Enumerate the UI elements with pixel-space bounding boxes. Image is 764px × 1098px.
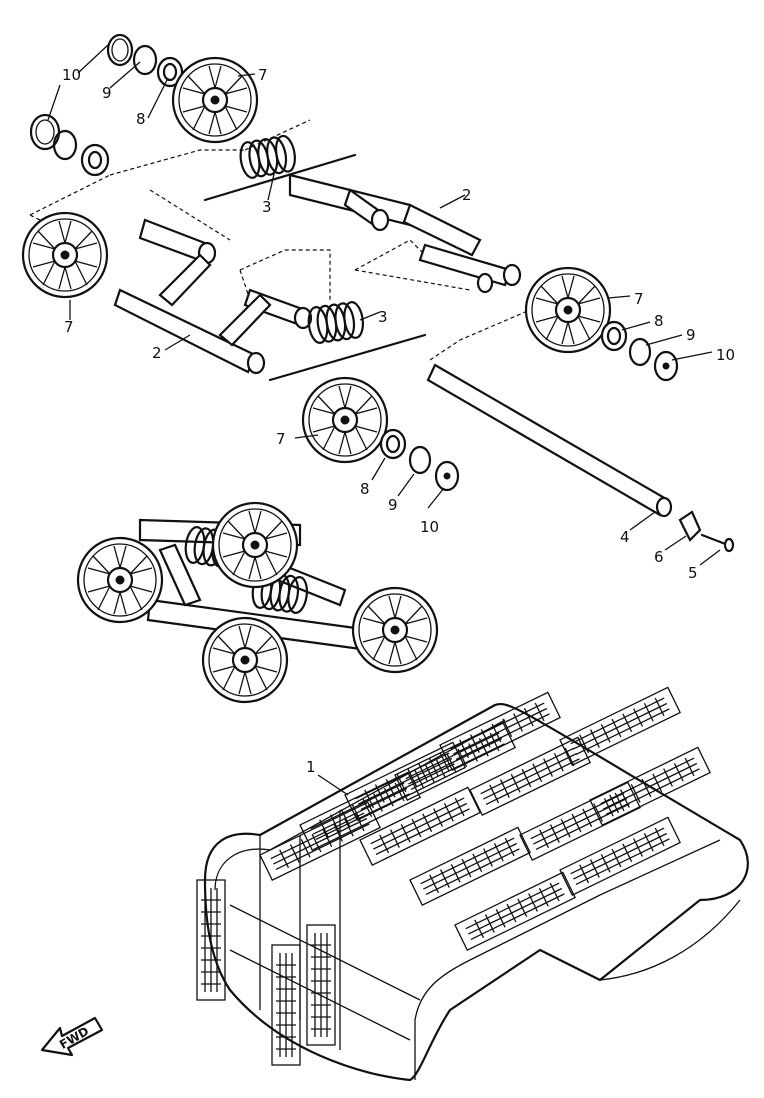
bogie-wheel-front-left <box>76 536 164 624</box>
callout-10-upper: 10 <box>62 66 81 84</box>
bearing-8-upper <box>156 56 184 88</box>
callout-2-lower: 2 <box>152 344 162 362</box>
idler-wheel-7-bottom <box>301 376 389 464</box>
callout-4: 4 <box>620 528 630 546</box>
callout-8-upper: 8 <box>136 110 146 128</box>
bolt-5 <box>700 533 735 553</box>
shaft-4 <box>426 363 673 518</box>
suspension-arm-2-upper <box>288 173 522 294</box>
callout-3-lower: 3 <box>378 308 388 326</box>
callout-2-upper: 2 <box>462 186 472 204</box>
callout-9-right: 9 <box>686 326 696 344</box>
callout-10-bottom: 10 <box>420 518 439 536</box>
torsion-spring-3-upper <box>236 133 299 181</box>
callout-3-upper: 3 <box>262 198 272 216</box>
callout-9-bottom: 9 <box>388 496 398 514</box>
callout-7-right: 7 <box>634 290 644 308</box>
torsion-spring-3-lower <box>305 299 367 346</box>
callout-5: 5 <box>688 564 698 582</box>
retainer-ring-9-upper <box>132 44 158 76</box>
bogie-wheel-rear-right <box>351 586 439 674</box>
forward-direction-arrow: FWD <box>40 1016 104 1057</box>
spring-arm-rod <box>203 153 357 202</box>
bogie-wheel-rear-left <box>211 501 299 589</box>
bogie-wheel-front-right <box>201 616 289 704</box>
callout-labels: 10 9 8 7 3 2 7 2 3 7 8 9 10 7 8 9 10 4 6… <box>62 66 735 776</box>
callout-9-upper: 9 <box>102 84 112 102</box>
seal-ring-10-upper <box>106 33 134 67</box>
callout-7-left: 7 <box>64 318 74 336</box>
track-belt-1 <box>196 686 749 1082</box>
callout-6: 6 <box>654 548 664 566</box>
upper-exploded-assembly <box>21 33 735 553</box>
hub-cap-10-bottom <box>434 460 460 492</box>
retainer-ring-9-right <box>628 337 652 367</box>
spring-arm-rod-lower <box>268 333 427 382</box>
callout-10-right: 10 <box>716 346 735 364</box>
suspension-arm-2-lower <box>113 218 313 375</box>
idler-wheel-7-left <box>21 211 109 299</box>
bearing-8-right <box>600 320 628 352</box>
callout-1: 1 <box>306 758 316 776</box>
bracket-plate-6 <box>678 510 702 542</box>
callout-7-bottom: 7 <box>276 430 286 448</box>
retainer-ring-9-bottom <box>408 445 432 475</box>
idler-wheel-7-right <box>524 266 612 354</box>
idler-wheel-7-top <box>171 56 259 144</box>
retainer-ring-9-lower <box>52 129 78 161</box>
bearing-8-bottom <box>379 428 407 460</box>
assembled-bogie-unit <box>76 501 439 704</box>
leader-lines <box>47 44 721 796</box>
callout-8-right: 8 <box>654 312 664 330</box>
hub-cap-10-right <box>653 350 679 382</box>
bearing-8-lower <box>80 143 110 177</box>
callout-8-bottom: 8 <box>360 480 370 498</box>
callout-7-top: 7 <box>258 66 268 84</box>
